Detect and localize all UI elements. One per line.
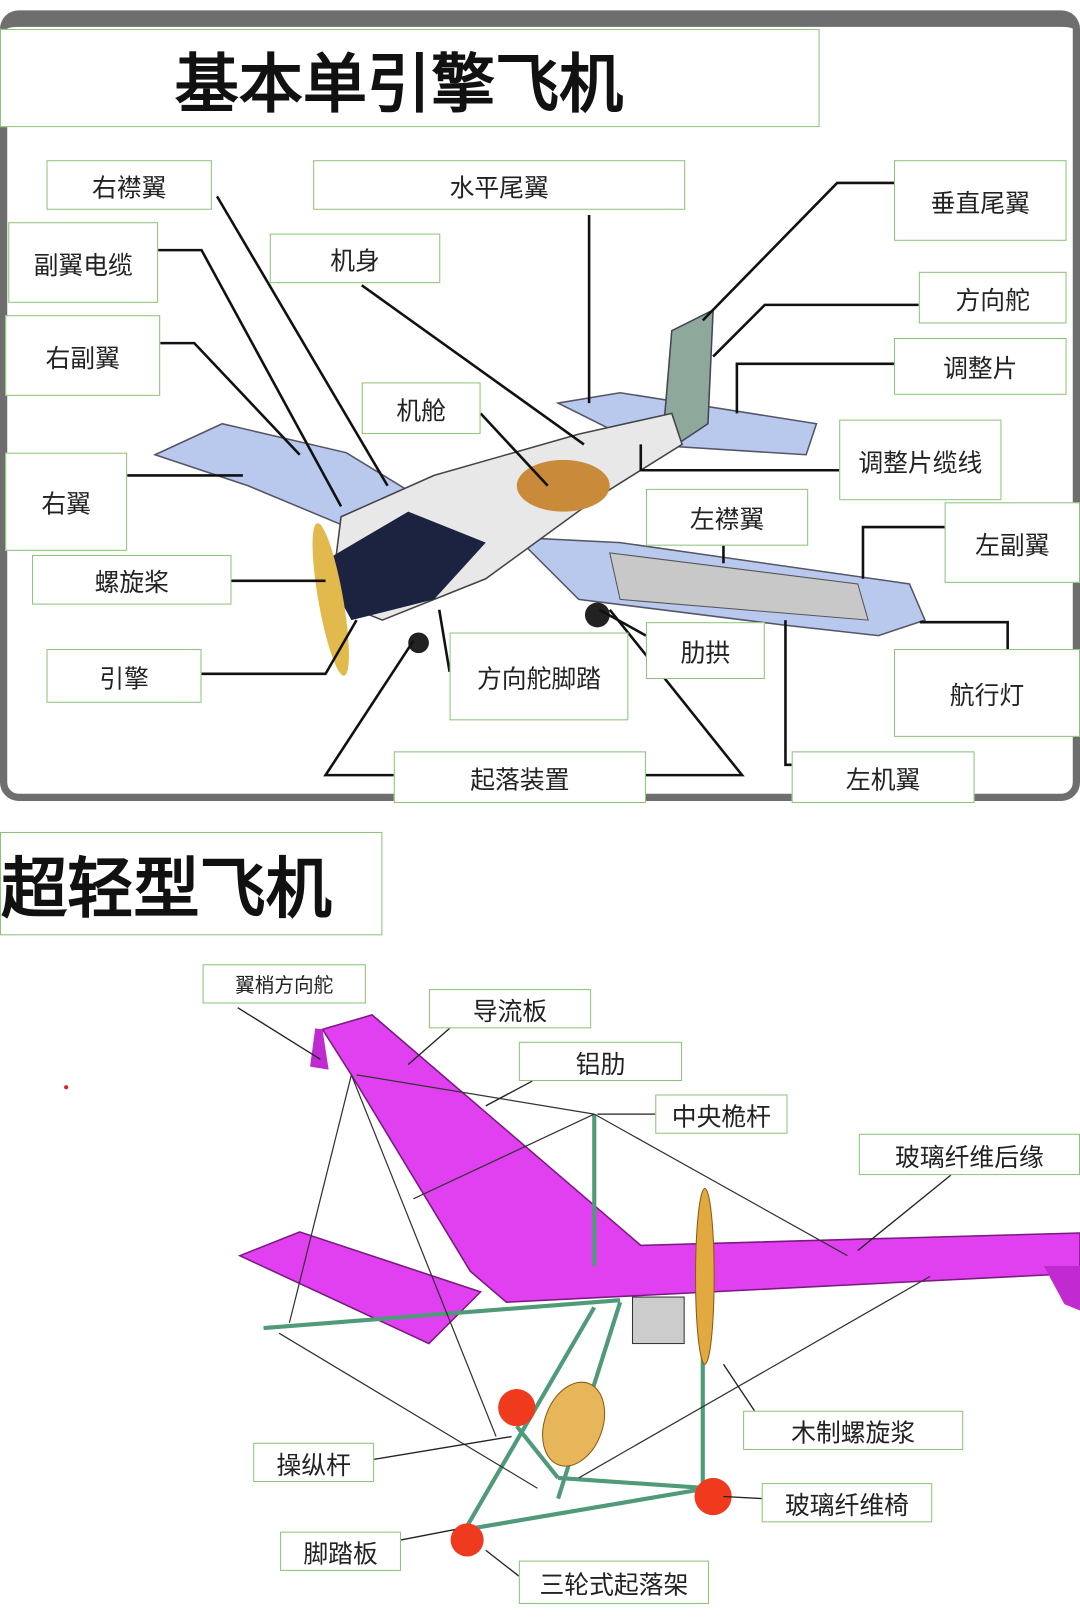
left-wing-structure [609,552,869,621]
label-right-aileron: 右副翼 [5,315,161,396]
label-right-flap: 右襟翼 [46,160,212,210]
cockpit-shape [320,511,486,621]
label-control-stick: 操纵杆 [253,1442,375,1483]
propeller-shape [312,523,349,676]
single-engine-airplane [152,308,927,676]
bracing-wires [278,1074,931,1489]
label-tricycle-gear: 三轮式起落架 [518,1560,709,1604]
label-rudder-pedal: 方向舵脚踏 [449,632,629,721]
label-landing-gear: 起落装置 [393,751,646,804]
label-trim-tab: 调整片 [893,337,1067,395]
stray-red-dot [64,1085,69,1090]
label-cabin: 机舱 [361,382,481,435]
engine-shape [631,1296,685,1345]
section1-title: 基本单引擎飞机 [0,28,820,128]
label-left-flap: 左襟翼 [645,488,809,546]
label-pedal: 脚踏板 [280,1531,401,1571]
label-horizontal-tail: 水平尾翼 [313,160,686,210]
label-vertical-tail: 垂直尾翼 [893,160,1067,241]
label-aileron-cable: 副翼电缆 [8,222,159,303]
label-nav-light: 航行灯 [893,649,1080,737]
main-wheel [584,602,610,628]
label-fiberglass-seat: 玻璃纤维椅 [761,1483,933,1523]
label-fiberglass-trailing-edge: 玻璃纤维后缘 [858,1133,1080,1176]
cabin-seats [516,459,610,512]
label-wingtip-rudder: 翼梢方向舵 [202,964,366,1004]
front-wheel [450,1523,484,1557]
label-propeller: 螺旋桨 [32,554,232,605]
label-aluminum-rib: 铝肋 [518,1041,683,1082]
label-center-mast: 中央桅杆 [655,1094,788,1134]
left-winglet [310,1028,329,1070]
left-main-wheel [498,1389,536,1427]
label-left-wing: 左机翼 [791,751,975,804]
top-leader-lines [127,181,1009,777]
section2-title: 超轻型飞机 [0,831,383,936]
label-spoiler: 导流板 [428,989,592,1029]
seat-shape [542,1381,606,1467]
label-wooden-propeller: 木制螺旋浆 [743,1410,964,1451]
right-winglet [1043,1266,1080,1311]
nose-wheel [408,632,429,654]
ultralight-airplane [237,1014,1080,1557]
vertical-tail-shape [660,308,714,457]
wooden-propeller-shape [695,1188,715,1365]
right-main-wheel [694,1477,732,1516]
label-engine: 引擎 [46,649,202,703]
label-trim-tab-cable: 调整片缆线 [839,419,1002,501]
label-right-wing: 右翼 [5,452,128,551]
label-fuselage: 机身 [269,233,441,284]
bottom-leader-lines [237,1007,952,1577]
label-rudder: 方向舵 [918,271,1067,324]
label-left-aileron: 左副翼 [944,502,1080,583]
label-rib: 肋拱 [645,622,765,680]
